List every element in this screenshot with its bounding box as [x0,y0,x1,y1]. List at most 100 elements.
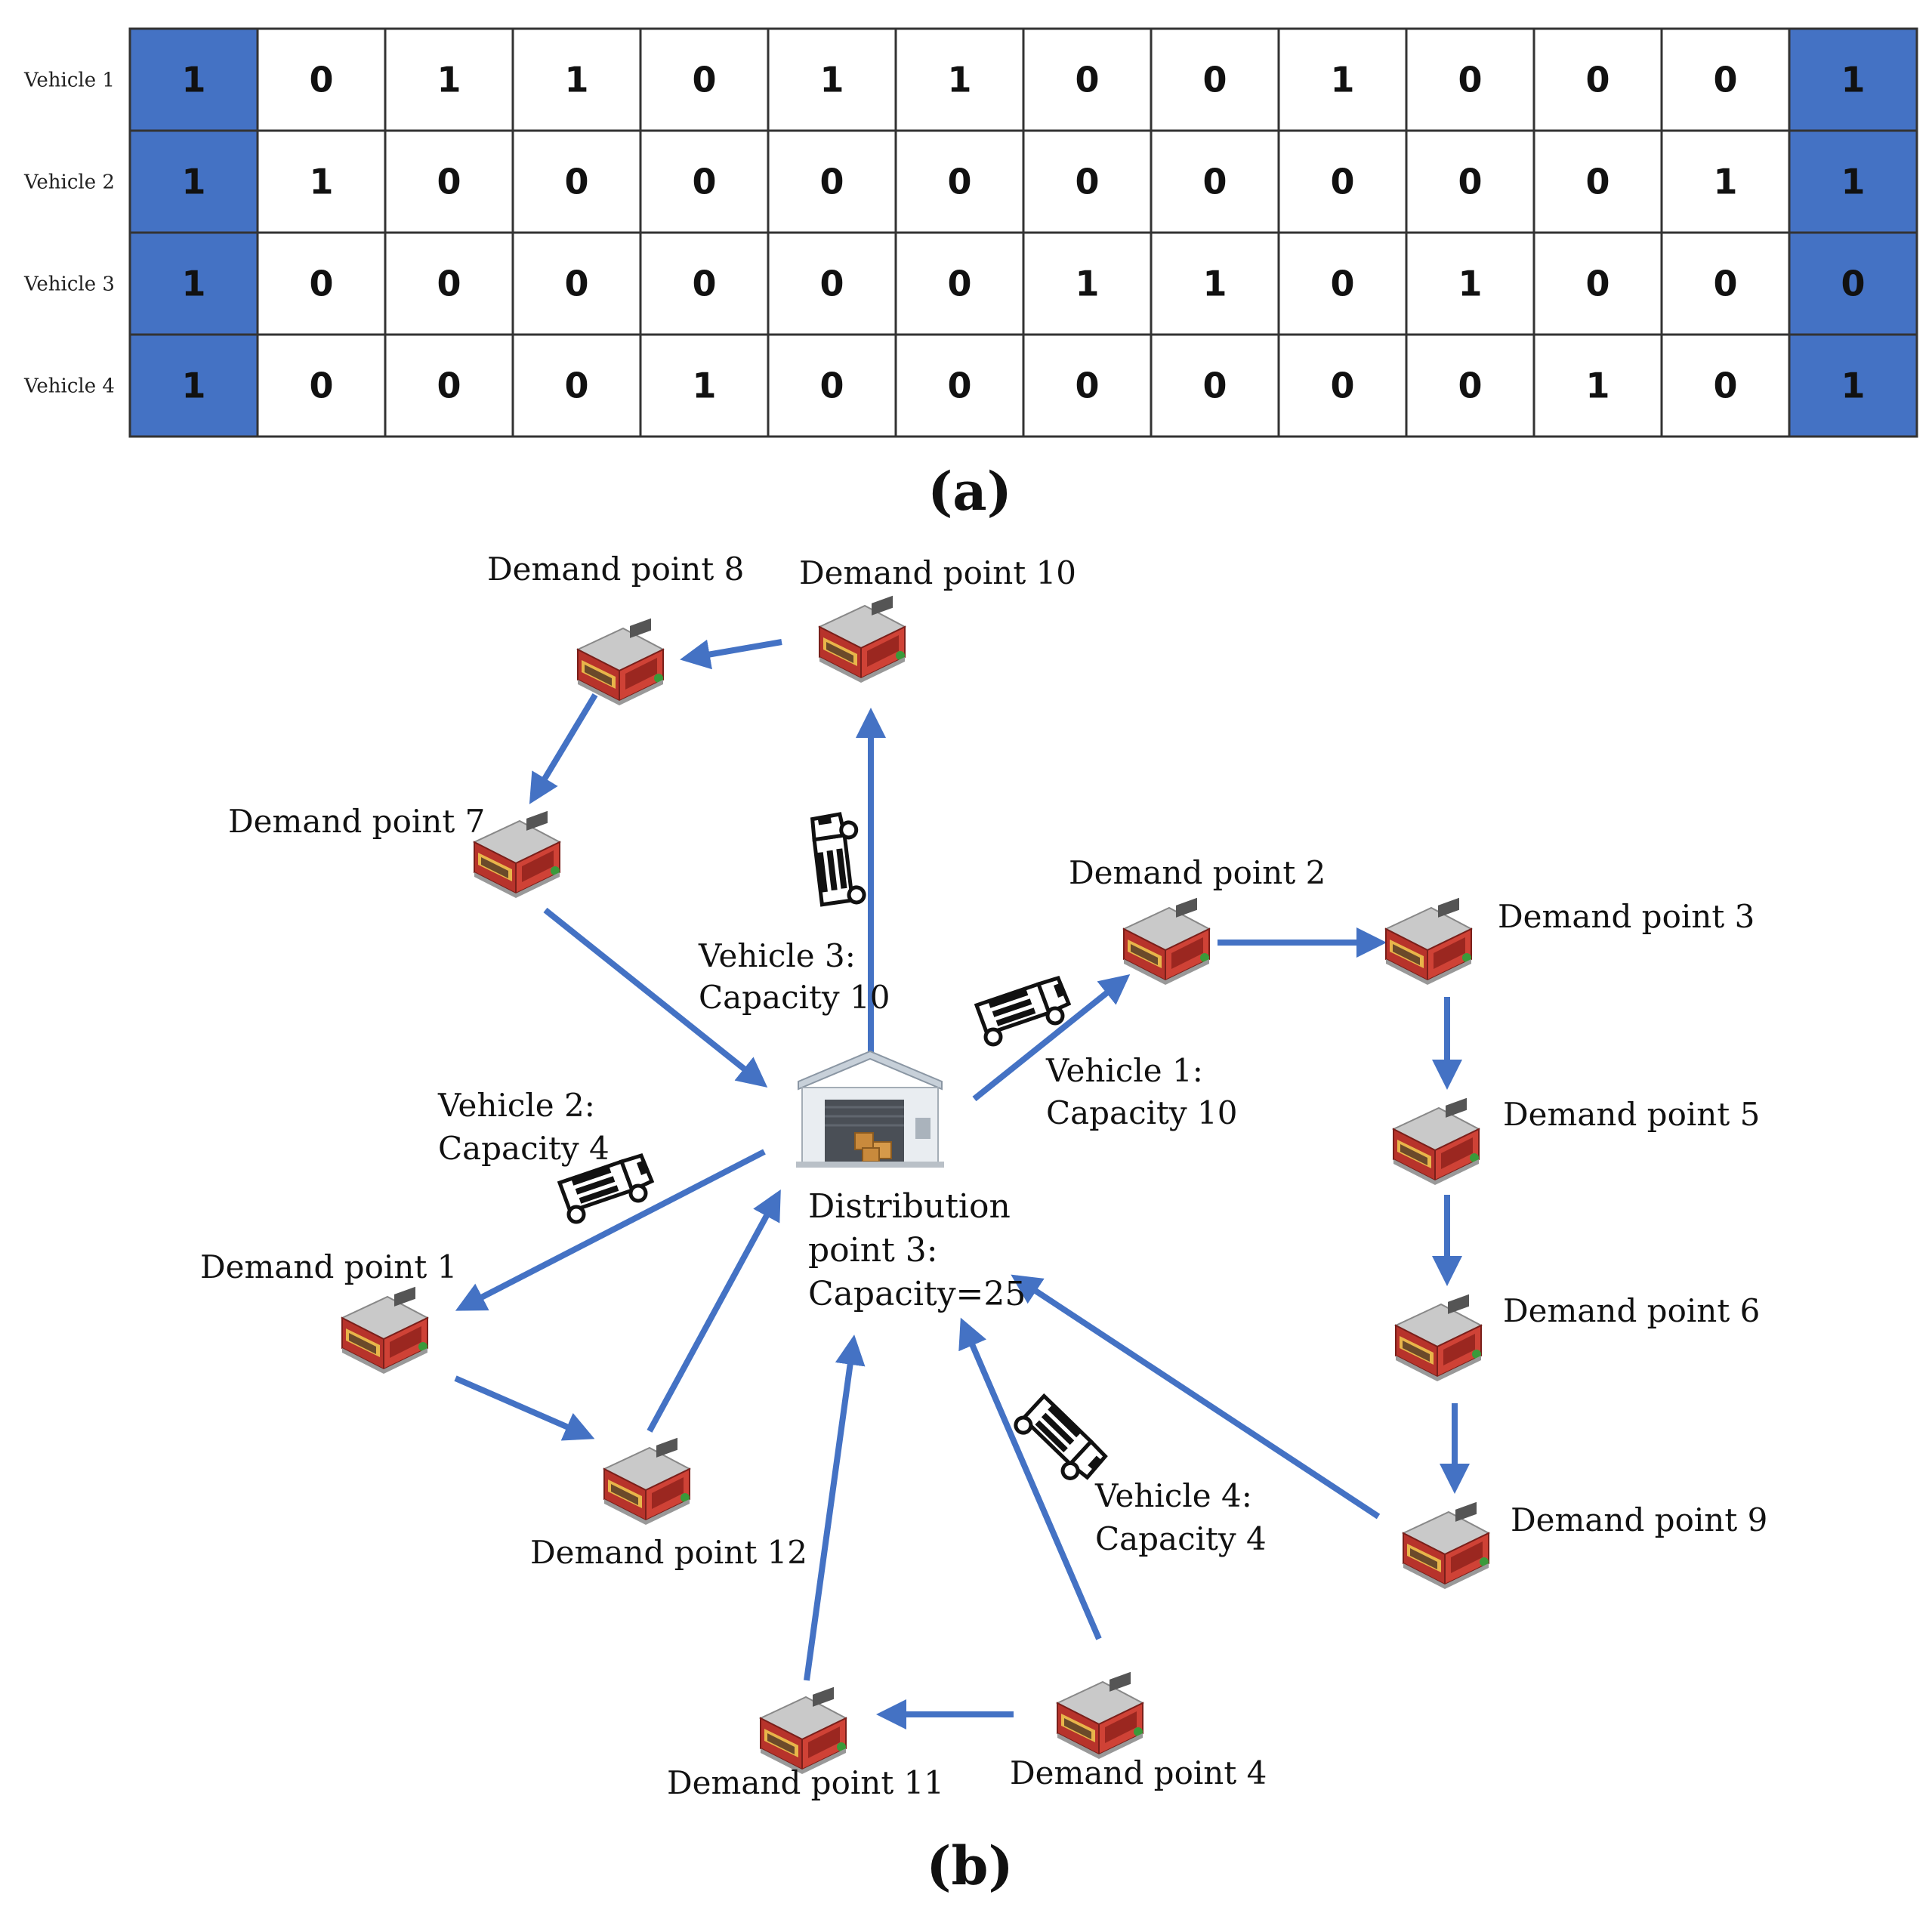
table-cell-value: 0 [437,162,461,202]
store-icon-dp9 [1403,1501,1489,1590]
table-cell-value: 0 [692,264,716,304]
vehicle-2-capacity: Capacity 4 [438,1130,610,1167]
table-cell [894,129,1025,234]
table-cell-value: 1 [1202,264,1227,304]
truck-icon-vehicle-3 [795,809,879,913]
table-cell-value: 1 [947,60,971,100]
table-cell-value: 0 [1075,366,1099,406]
table-cell-value: 0 [1075,60,1099,100]
store-icon-dp1 [341,1285,428,1375]
label-dp11: Demand point 11 [667,1764,944,1801]
table-cell-value: 0 [1330,162,1354,202]
table-cell-value: 0 [564,162,588,202]
table-cell [1022,27,1153,132]
route-arrow-dp11-to-depot [804,1335,866,1681]
store-icons [341,594,1489,1775]
label-dp3: Demand point 3 [1498,898,1755,935]
table-cell-value: 0 [437,366,461,406]
table-cell [1532,333,1663,438]
vehicle-2-name: Vehicle 2: [437,1087,595,1124]
store-icon-dp7 [474,810,560,899]
table-cell-value: 0 [1713,366,1737,406]
route-arrow-depot-to-dp1 [455,1149,766,1311]
panel-a-label: (a) [927,460,1012,523]
store-icon-dp4 [1057,1671,1143,1760]
table-cell [1150,129,1280,234]
table-cell [1022,231,1153,336]
route-arrow-dp7-to-depot [543,907,768,1088]
table-cell [511,129,642,234]
table-cell [384,27,514,132]
table-cell [1022,333,1153,438]
route-arrow-depot-to-dp2 [972,974,1131,1102]
table-cell-value: 1 [1841,162,1865,202]
store-icon-dp10 [819,594,906,683]
table-cell-value: 0 [819,264,844,304]
table-cell-value: 0 [1841,264,1865,304]
table-cell-value: 0 [1458,60,1482,100]
route-arrow-dp9-to-depot [1011,1274,1381,1520]
table-cell [1532,231,1663,336]
table-cell-depot [128,231,259,336]
label-dp12: Demand point 12 [530,1534,807,1571]
table-cell-value: 0 [1330,264,1354,304]
table-cell-value: 0 [947,162,971,202]
table-cell-value: 1 [819,60,844,100]
table-cell-value: 1 [1841,60,1865,100]
vehicle-3-name: Vehicle 3: [698,937,856,974]
table-cell-value: 0 [437,264,461,304]
table-cell-value: 0 [1713,60,1737,100]
table-cell [384,333,514,438]
vehicle-row-label: Vehicle 2 [23,171,115,194]
table-cell-value: 1 [181,162,205,202]
route-arrow-dp8-to-dp7 [529,693,598,804]
table-cell [384,231,514,336]
table-cell [1150,231,1280,336]
panel-b-label: (b) [926,1834,1013,1897]
label-dp6: Demand point 6 [1503,1292,1760,1329]
table-cell-value: 0 [819,162,844,202]
route-arrow-dp1-to-dp12 [454,1375,595,1441]
table-cell-value: 0 [692,60,716,100]
table-cell-value: 1 [1330,60,1354,100]
label-dp7: Demand point 7 [228,803,485,840]
table-cell-value: 0 [1585,162,1609,202]
table-cell-depot [1788,231,1918,336]
vehicle-row-label: Vehicle 4 [23,375,115,398]
depot-label-line-1: Distribution [808,1187,1011,1226]
table-cell [1405,333,1535,438]
table-cell [384,129,514,234]
table-cell-value: 1 [692,366,716,406]
route-arrow-dp10-to-dp8 [680,639,782,670]
store-icon-dp5 [1393,1097,1480,1186]
label-dp2: Demand point 2 [1069,854,1326,891]
table-cell-value: 0 [1202,60,1227,100]
table-cell [1022,129,1153,234]
vehicle-1-name: Vehicle 1: [1045,1052,1203,1089]
table-cell [1405,231,1535,336]
table-cell-value: 1 [564,60,588,100]
vehicle-4-name: Vehicle 4: [1094,1477,1252,1514]
table-cell-value: 0 [692,162,716,202]
vehicle-row-label: Vehicle 3 [23,273,115,296]
label-dp9: Demand point 9 [1511,1501,1767,1538]
table-cell-value: 1 [181,264,205,304]
vehicle-labels: Vehicle 3: Capacity 10 Vehicle 1: Capaci… [437,937,1267,1557]
table-cell-depot [1788,27,1918,132]
label-dp1: Demand point 1 [200,1248,457,1285]
store-icon-dp12 [603,1436,690,1526]
store-icon-dp8 [577,617,664,706]
table-cell-value: 0 [1585,60,1609,100]
route-arrows [454,639,1470,1729]
table-cell [894,333,1025,438]
table-cell-value: 1 [1458,264,1482,304]
table-cell-value: 1 [1841,366,1865,406]
warehouse-icon [795,1050,946,1169]
table-cell-value: 0 [1458,366,1482,406]
store-icon-dp2 [1123,896,1210,986]
vehicle-1-capacity: Capacity 10 [1046,1094,1237,1131]
table-cell-value: 0 [1458,162,1482,202]
label-dp5: Demand point 5 [1503,1096,1760,1133]
label-dp4: Demand point 4 [1010,1754,1267,1791]
table-cell-value: 1 [1713,162,1737,202]
